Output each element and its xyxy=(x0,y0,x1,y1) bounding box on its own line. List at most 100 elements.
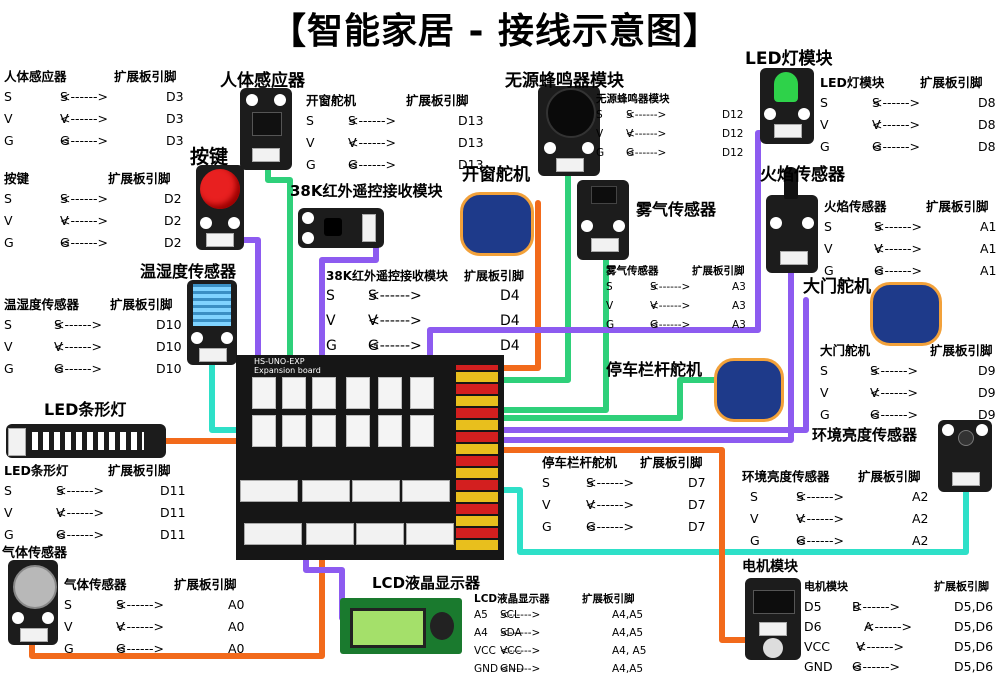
gas-mesh-icon xyxy=(13,565,57,609)
label-ledbar: LED条形灯 xyxy=(44,400,127,419)
label-dht: 温湿度传感器 xyxy=(140,262,237,281)
led-module xyxy=(760,68,814,144)
label-gas: 气体传感器 xyxy=(2,546,68,561)
green-led-icon xyxy=(774,72,798,102)
fog-chip-icon xyxy=(591,186,617,204)
label-ir: 38K红外遥控接收模块 xyxy=(290,182,443,200)
motor-driver-icon xyxy=(753,590,795,614)
label-human: 人体感应器 xyxy=(220,71,305,91)
human-sensor-module xyxy=(240,88,292,170)
label-flame: 火焰传感器 xyxy=(760,165,845,185)
label-gate: 大门舵机 xyxy=(803,277,871,297)
photo-sensor-icon xyxy=(958,430,974,446)
ambient-sensor-module xyxy=(938,420,992,492)
buzzer-icon xyxy=(546,88,596,138)
flame-sensor-module xyxy=(766,167,818,273)
label-button: 按键 xyxy=(190,146,229,168)
fan-icon xyxy=(763,638,783,658)
label-led: LED灯模块 xyxy=(745,49,833,69)
ir-receiver-module xyxy=(298,208,384,248)
red-button-icon xyxy=(200,169,240,209)
label-motor: 电机模块 xyxy=(742,559,798,575)
label-buzzer: 无源蜂鸣器模块 xyxy=(505,71,624,91)
label-window: 开窗舵机 xyxy=(462,165,530,185)
wire-ir xyxy=(319,237,379,398)
pir-lens-icon xyxy=(252,112,282,136)
label-fog: 雾气传感器 xyxy=(636,200,717,219)
ledbar-module xyxy=(6,424,166,458)
wire-flame xyxy=(460,259,794,443)
lcd-screen-icon xyxy=(350,608,426,648)
fog-sensor-module xyxy=(577,180,629,260)
dht-grille-icon xyxy=(193,284,231,326)
motor-module xyxy=(745,578,801,660)
flame-led-icon xyxy=(784,167,798,199)
label-parking: 停车栏杆舵机 xyxy=(606,360,703,379)
wire-human xyxy=(265,167,293,393)
dht-sensor-module xyxy=(187,280,237,365)
board-label: HS-UNO-EXP Expansion board xyxy=(254,357,321,375)
window-servo-icon xyxy=(460,192,534,256)
lcd-module xyxy=(340,598,462,654)
ledbar-segments-icon xyxy=(32,432,144,450)
label-lcd: LCD液晶显示器 xyxy=(372,574,481,592)
wire-parking xyxy=(460,377,721,421)
button-module xyxy=(196,165,244,250)
